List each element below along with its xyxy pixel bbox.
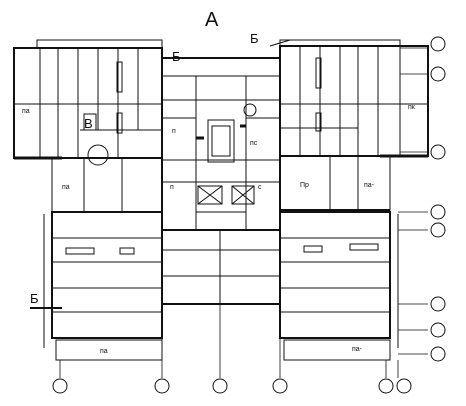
block-top-right [279,39,429,158]
axis-marker [430,144,446,160]
axis-marker [430,66,446,82]
room-label: Пр [300,182,309,189]
axis-marker [212,378,228,394]
room-label: па [62,184,70,191]
axis-marker [154,378,170,394]
axis-marker [52,378,68,394]
axis-marker [430,296,446,312]
detail-node-circle [87,144,109,166]
title-letter: А [205,9,219,31]
node-mark: В [84,116,93,131]
section-mark-top: Б [172,49,181,64]
axis-marker [430,346,446,362]
room-label: па [100,348,108,355]
axis-leaders-right [398,47,428,355]
block-bottom-center [161,229,281,305]
section-mark-left: Б [30,291,39,306]
block-bottom-left [43,211,163,361]
axis-marker [430,322,446,338]
axis-marker [430,204,446,220]
room-label: па- [364,182,375,189]
room-label: пк [408,104,415,111]
corridor-right [279,155,391,211]
axis-markers-right [430,36,446,362]
axis-marker [430,36,446,52]
axis-marker [378,378,394,394]
room-label: п [170,184,174,191]
block-top-left [13,39,163,160]
section-cut-lines [30,39,291,309]
room-label: с [258,184,262,191]
block-bottom-right [279,211,399,361]
room-label: па- [352,346,363,353]
section-mark-top-right: Б [250,31,259,46]
room-label: п [172,128,176,135]
axis-marker [430,222,446,238]
axis-markers-bottom [52,378,412,394]
room-label: пс [250,140,258,147]
axis-marker [272,378,288,394]
room-label: па [22,108,30,115]
axis-marker [396,378,412,394]
axis-leaders-bottom [59,304,399,378]
core-stair-lift [161,57,281,231]
